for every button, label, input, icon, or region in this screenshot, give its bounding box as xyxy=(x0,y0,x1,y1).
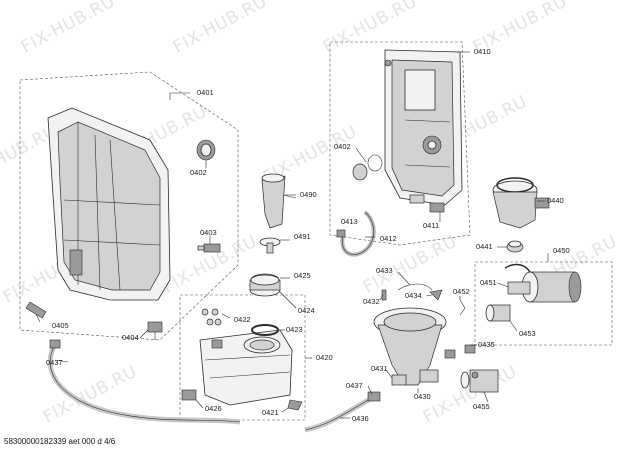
label-0436: 0436 xyxy=(352,414,369,423)
hose-0437-fitting xyxy=(49,339,61,349)
label-0410: 0410 xyxy=(474,47,491,56)
label-0422: 0422 xyxy=(234,315,251,324)
part-0405 xyxy=(25,301,47,319)
label-0411: 0411 xyxy=(423,221,440,230)
part-0452 xyxy=(459,299,466,316)
part-0453 xyxy=(485,304,511,322)
clamp-0413 xyxy=(336,229,346,238)
label-0426: 0426 xyxy=(205,404,222,413)
part-0402-right xyxy=(352,154,383,181)
label-0401: 0401 xyxy=(197,88,214,97)
group-outline-0450 xyxy=(474,261,613,346)
fitting-0437-right xyxy=(367,391,381,402)
label-0453: 0453 xyxy=(519,329,536,338)
label-0404: 0404 xyxy=(122,333,139,342)
group-outline-0410 xyxy=(329,41,471,246)
label-0452: 0452 xyxy=(453,287,470,296)
group-outline-0420 xyxy=(179,294,306,421)
label-0451: 0451 xyxy=(480,278,497,287)
label-0437-right: 0437 xyxy=(346,381,363,390)
part-0404 xyxy=(147,321,163,340)
label-0413: 0413 xyxy=(341,217,358,226)
label-0420: 0420 xyxy=(316,353,333,362)
pump-0440 xyxy=(492,177,550,229)
part-0425 xyxy=(249,273,281,297)
part-0411 xyxy=(409,194,445,213)
label-0425: 0425 xyxy=(294,271,311,280)
part-0435 xyxy=(464,344,476,354)
drawing-reference-footer: 58300000182339 aet 000 d 4/6 xyxy=(4,437,116,446)
container-0420 xyxy=(199,329,293,406)
label-0435: 0435 xyxy=(478,340,495,349)
label-0402-right: 0402 xyxy=(334,142,351,151)
label-0441: 0441 xyxy=(476,242,493,251)
label-0412: 0412 xyxy=(380,234,397,243)
part-0402-ring xyxy=(196,139,216,161)
hose-0436-outline xyxy=(304,397,373,431)
part-0490 xyxy=(261,173,297,229)
label-0402-left: 0402 xyxy=(190,168,207,177)
label-0440: 0440 xyxy=(547,196,564,205)
label-0424: 0424 xyxy=(298,306,315,315)
part-0491 xyxy=(259,237,281,254)
seals-0422 xyxy=(201,308,222,326)
part-0431 xyxy=(391,374,407,386)
sump-0430 xyxy=(373,307,456,386)
label-0423: 0423 xyxy=(286,325,303,334)
leader-lines xyxy=(35,51,549,419)
label-0403: 0403 xyxy=(200,228,217,237)
label-0491: 0491 xyxy=(294,232,311,241)
label-0434: 0434 xyxy=(405,291,422,300)
part-0455 xyxy=(460,369,499,393)
side-panel-0401 xyxy=(47,107,171,301)
hose-0412-outline xyxy=(342,211,375,255)
label-0490: 0490 xyxy=(300,190,317,199)
label-0432: 0432 xyxy=(363,297,380,306)
label-0431: 0431 xyxy=(371,364,388,373)
pump-0450 xyxy=(504,263,582,303)
label-0455: 0455 xyxy=(473,402,490,411)
label-0430: 0430 xyxy=(414,392,431,401)
part-0426 xyxy=(181,389,197,401)
label-0405: 0405 xyxy=(52,321,69,330)
part-0403 xyxy=(197,243,221,253)
part-0421 xyxy=(287,399,303,411)
clip-0434 xyxy=(429,289,443,301)
part-0441 xyxy=(506,240,524,253)
wire-0433 xyxy=(397,283,433,291)
screw-0432 xyxy=(381,289,387,301)
label-0421: 0421 xyxy=(262,408,279,417)
label-0433: 0433 xyxy=(376,266,393,275)
group-outline-0401 xyxy=(19,71,239,341)
label-0450: 0450 xyxy=(553,246,570,255)
label-0437-left: 0437 xyxy=(46,358,63,367)
panel-0410 xyxy=(384,49,463,206)
